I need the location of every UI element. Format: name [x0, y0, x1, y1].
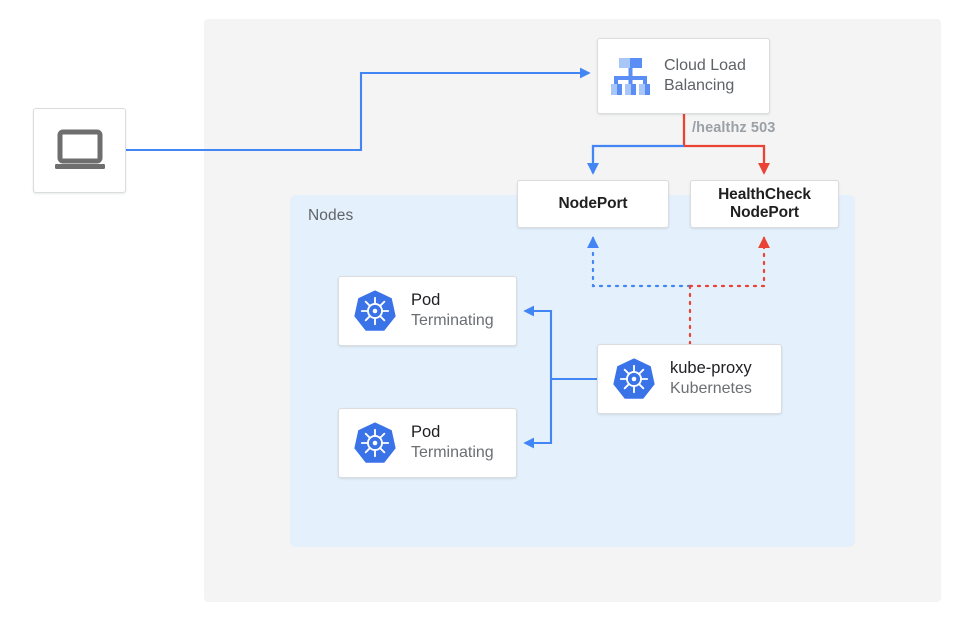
pod-status: Terminating: [411, 444, 494, 462]
nodes-panel-label: Nodes: [308, 207, 354, 224]
kubernetes-icon: [354, 290, 396, 331]
healthcheck-nodeport-label: HealthCheck NodePort: [718, 185, 811, 221]
healthz-edge-label: /healthz 503: [692, 120, 776, 136]
pod-title: Pod: [411, 291, 441, 310]
kubernetes-icon: [613, 358, 655, 399]
kubernetes-icon: [354, 422, 396, 463]
client-node[interactable]: [33, 108, 126, 193]
pod-node-2[interactable]: Pod Terminating: [338, 408, 517, 478]
kube-proxy-node[interactable]: kube-proxy Kubernetes: [597, 344, 782, 414]
laptop-icon: [54, 129, 105, 169]
nodeport-node[interactable]: NodePort: [517, 180, 669, 228]
healthcheck-nodeport-node[interactable]: HealthCheck NodePort: [690, 180, 839, 228]
pod-title: Pod: [411, 423, 441, 442]
cloud-load-balancing-icon: [611, 58, 650, 95]
kube-proxy-title: kube-proxy: [670, 359, 752, 378]
pod-status: Terminating: [411, 312, 494, 330]
kube-proxy-subtitle: Kubernetes: [670, 380, 752, 398]
cloud-load-balancing-node[interactable]: Cloud Load Balancing: [597, 38, 770, 114]
cloud-load-balancing-label: Cloud Load Balancing: [664, 56, 746, 94]
pod-node-1[interactable]: Pod Terminating: [338, 276, 517, 346]
nodeport-label: NodePort: [558, 194, 628, 212]
